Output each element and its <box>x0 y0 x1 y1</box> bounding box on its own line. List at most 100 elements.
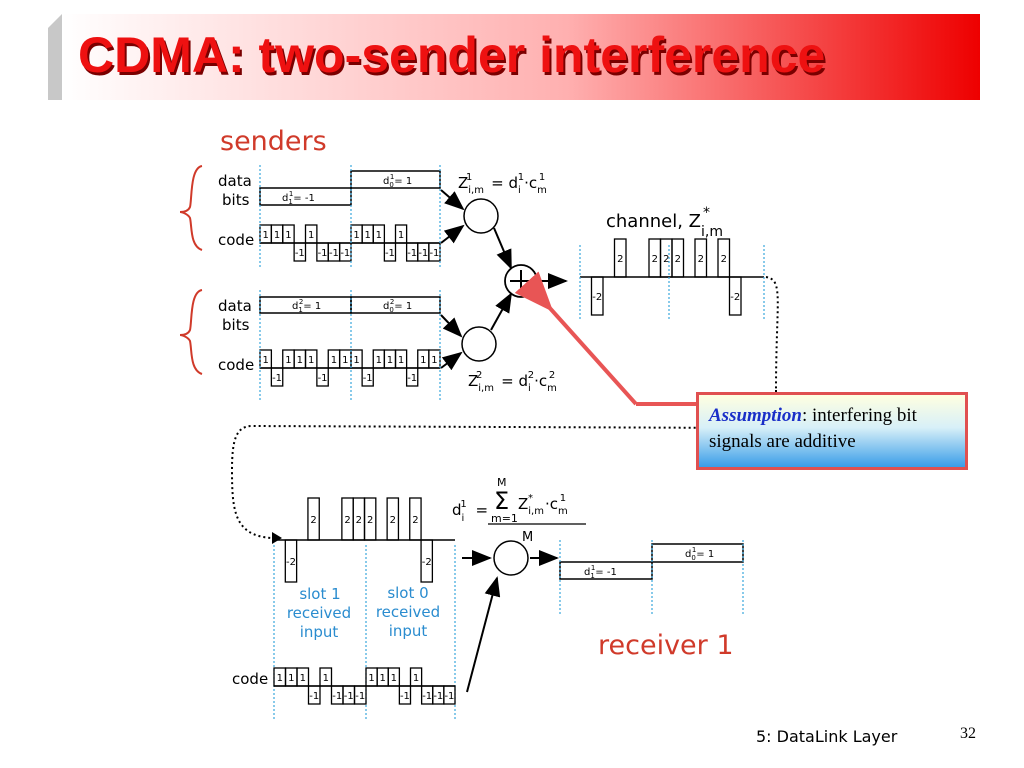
sender-1-to-adder-arrow <box>493 227 512 270</box>
sender-2-code-slot0-chip-label: -1 <box>363 373 373 384</box>
sender-1-data-label: data <box>218 172 252 190</box>
decoder-formula-lhs: di1 = <box>452 499 488 524</box>
sender-1-code-slot1-chip-label: -1 <box>318 248 328 259</box>
receiver-code-slot0-chip-label: 1 <box>380 673 386 684</box>
sender-1-code-label: code <box>218 231 254 249</box>
sender-2-code-slot1-chip-label: 1 <box>308 355 314 366</box>
slot-1-label-line3: input <box>300 623 339 641</box>
assumption-pointer-arrow-diagonal <box>514 271 638 406</box>
channel-chip-label: 2 <box>617 254 623 265</box>
sender-2-code-slot0-chip-label: 1 <box>376 355 382 366</box>
received-input-chip-label: 2 <box>356 515 362 526</box>
sender-2-code-slot0-chip <box>361 367 374 387</box>
sender-2-formula: Zi,m2 = di2·cm2 <box>468 370 557 394</box>
received-input-chip-label: 2 <box>412 515 418 526</box>
sender-1-code-slot1-chip-label: 1 <box>308 230 314 241</box>
receiver-code-slot0-chip-label: 1 <box>413 673 419 684</box>
sender-1-code-slot1-chip-label: 1 <box>263 230 269 241</box>
sender-2-code-slot1-chip-label: -1 <box>272 373 282 384</box>
sender-1-bit-slot0-label: d01= 1 <box>383 173 412 189</box>
sender-2-to-adder-arrow <box>490 292 512 331</box>
receiver-code-slot0-chip <box>398 685 412 705</box>
sender-2-code-slot0-chip-label: 1 <box>387 355 393 366</box>
slot-1-label-line2: received <box>287 604 351 622</box>
receiver-code-slot0-chip-label: -1 <box>444 691 454 702</box>
sender-2-code-slot1-chip <box>304 349 318 369</box>
channel-chip-label: -2 <box>592 292 602 303</box>
receiver-code-slot1-chip <box>353 685 367 705</box>
sender-1-code-slot0-chip-label: -1 <box>418 248 428 259</box>
footer-label: 5: DataLink Layer <box>756 727 898 746</box>
channel-chip <box>694 238 708 278</box>
slot-0-label-line2: received <box>376 603 440 621</box>
channel-label: channel, Zi,m* <box>606 205 723 240</box>
sender-2-data-label: data <box>218 297 252 315</box>
title-bar <box>48 14 980 100</box>
sender-1-bit-arrow <box>440 189 465 211</box>
sender-1-code-slot0-chip <box>428 242 441 262</box>
receiver-code-slot1-chip-label: 1 <box>323 673 329 684</box>
connector-arrowhead <box>272 532 282 544</box>
sender-1-code-slot0-chip <box>383 242 397 262</box>
receiver-code-slot1-chip <box>307 685 321 705</box>
slot-0-label-line1: slot 0 <box>387 584 428 602</box>
sender-2-code-slot0-chip <box>394 349 408 369</box>
channel-chip <box>717 238 731 278</box>
sender-2-brace <box>179 289 203 375</box>
sender-2-code-slot1-chip-label: 1 <box>263 355 269 366</box>
sender-1-code-slot1-chip <box>282 224 295 244</box>
sender-1-code-slot1-chip-label: -1 <box>329 248 339 259</box>
sender-1-code-slot0-chip <box>394 224 408 244</box>
sender-1-code-slot0-chip-label: -1 <box>407 248 417 259</box>
sender-2-code-slot0-chip-label: 1 <box>431 355 437 366</box>
sum-lower-limit: m=1 <box>491 512 518 525</box>
channel-chip-label: 2 <box>721 254 727 265</box>
receiver-heading: receiver 1 <box>598 630 734 661</box>
receiver-code-slot0-chip <box>409 667 423 687</box>
channel-chip-label: 2 <box>698 254 704 265</box>
decoder-formula-numerator: Zi,m*·cm1 <box>518 493 568 517</box>
channel-chip-label: 2 <box>663 254 669 265</box>
sender-1-code-slot1-chip <box>293 242 307 262</box>
receiver-code-slot1-chip-label: -1 <box>309 691 319 702</box>
decoder-unit <box>493 540 529 576</box>
sender-1-code-arrow <box>440 224 465 244</box>
sum-sign: Σ <box>494 487 509 515</box>
sender-2-bit-arrow <box>440 314 463 338</box>
sender-2-bit-slot1-label: d12= 1 <box>292 298 321 314</box>
page-number: 32 <box>960 725 976 742</box>
sender-1-code-slot1-chip <box>338 242 352 262</box>
sender-2-bit-slot0 <box>350 296 441 314</box>
senders-heading: senders <box>220 126 327 157</box>
received-input-chip-label: 2 <box>390 515 396 526</box>
sender-2-code-slot1-chip-label: 1 <box>297 355 303 366</box>
sender-1-code-slot0-chip-label: 1 <box>353 230 359 241</box>
sender-1-code-slot1-chip <box>304 224 318 244</box>
assumption-callout: Assumption: interfering bit signals are … <box>696 392 968 470</box>
received-input-chip <box>420 539 434 583</box>
channel-chip-label: -2 <box>730 292 740 303</box>
receiver-code-slot1-chip-label: 1 <box>300 673 306 684</box>
assumption-text: : interfering bit signals are additive <box>709 405 917 452</box>
channel-chip <box>613 238 627 278</box>
sender-2-code-slot0-chip-label: 1 <box>353 355 359 366</box>
sender-2-bits-label: bits <box>222 316 250 334</box>
sender-1-bit-slot1 <box>259 187 352 206</box>
sender-1-multiplier <box>463 198 499 234</box>
sender-1-code-slot0-chip-label: -1 <box>429 248 439 259</box>
sender-2-code-slot0-chip-label: 1 <box>398 355 404 366</box>
slot-0-label-line3: input <box>389 622 428 640</box>
sender-1-code-slot1-chip-label: -1 <box>340 248 350 259</box>
output-bit-slot0-label: d01= 1 <box>685 546 714 562</box>
slide-title: CDMA: two-sender interference <box>78 27 826 83</box>
sender-1-code-slot0-chip-label: 1 <box>376 230 382 241</box>
sender-2-code-arrow <box>440 351 463 371</box>
sender-2-code-slot0-chip-label: 1 <box>420 355 426 366</box>
channel-chip <box>590 276 604 316</box>
sender-1-brace <box>179 165 203 251</box>
